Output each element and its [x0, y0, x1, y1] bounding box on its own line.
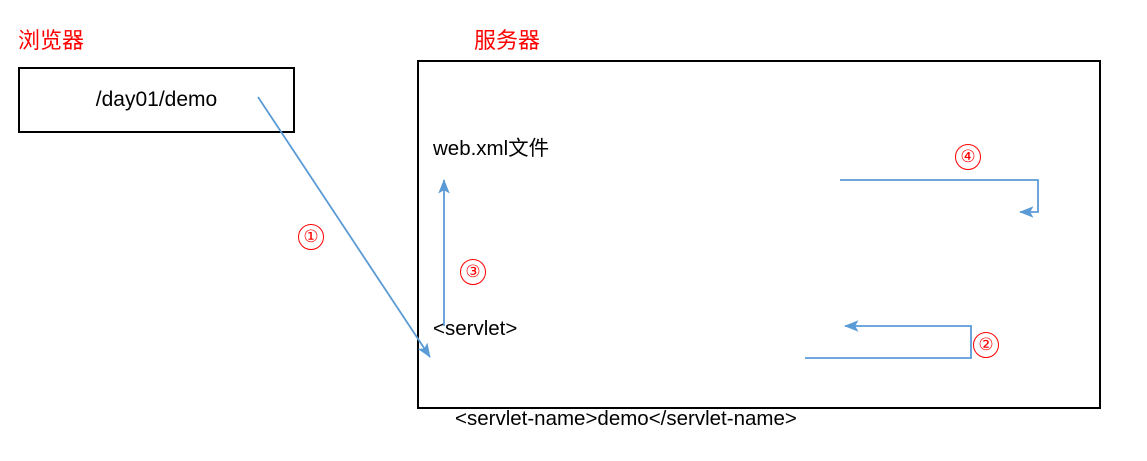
browser-url-text: /day01/demo — [95, 88, 218, 111]
code-blank-line-top — [433, 224, 956, 254]
browser-url-box: /day01/demo — [18, 67, 295, 133]
step-number-1: ① — [298, 224, 324, 250]
arrow-1-request-to-url-pattern — [257, 96, 431, 358]
step-number-3: ③ — [460, 259, 486, 285]
server-webxml-box: web.xml文件 <servlet> <servlet-name>demo</… — [417, 60, 1101, 430]
webxml-code-block: web.xml文件 <servlet> <servlet-name>demo</… — [433, 74, 956, 461]
code-line-servlet-open: <servlet> — [433, 317, 518, 340]
code-line-servlet-name: <servlet-name>demo</servlet-name> — [455, 407, 797, 430]
step-number-4: ④ — [955, 144, 981, 170]
browser-section-title: 浏览器 — [18, 29, 85, 54]
step-number-2: ② — [973, 332, 999, 358]
webxml-file-label: web.xml文件 — [433, 137, 550, 160]
server-section-title: 服务器 — [474, 29, 541, 54]
